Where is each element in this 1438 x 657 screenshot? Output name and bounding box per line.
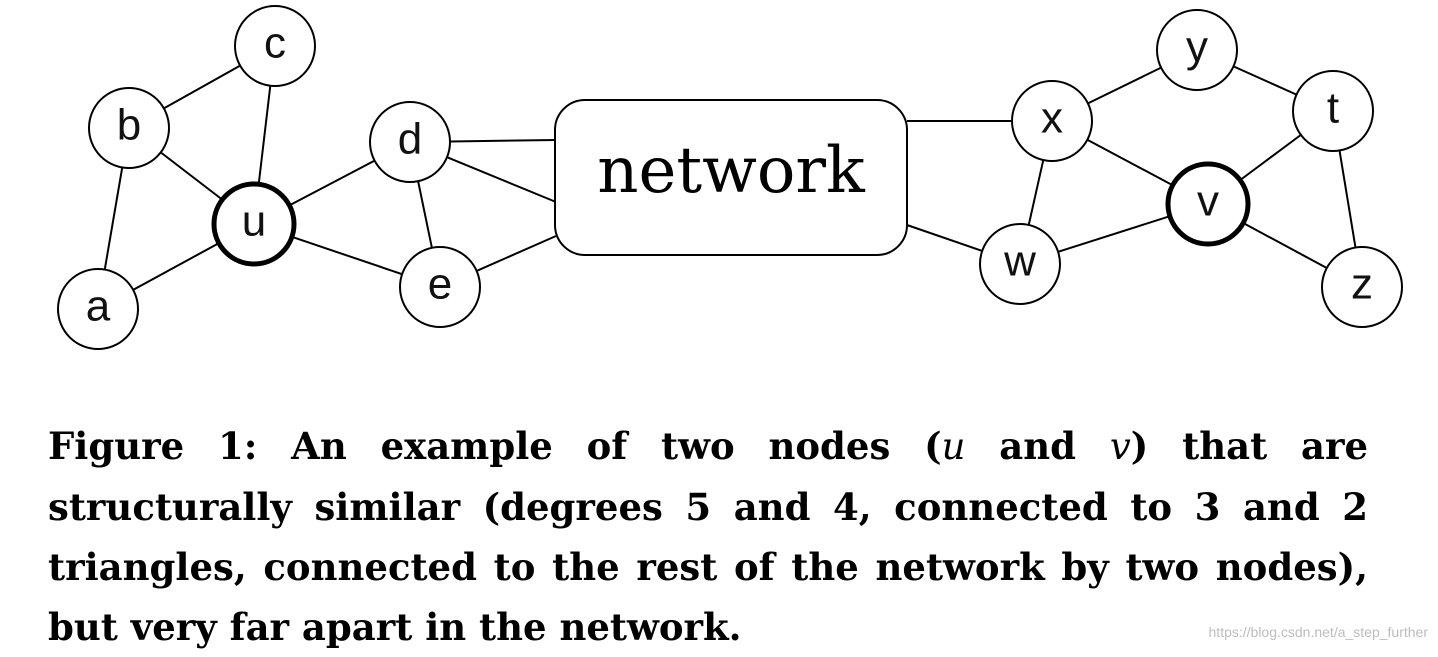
edge-c-u [257,85,272,185]
node-c: c [234,5,316,87]
node-x-label: x [1041,94,1063,143]
edge-x-y [1087,66,1162,105]
node-w: w [979,223,1061,305]
node-c-circle [234,5,316,87]
caption-text-1: Figure 1: An example of two nodes ( [48,424,942,468]
edge-d-network [449,139,557,143]
caption-var-u: u [941,425,966,468]
watermark: https://blog.csdn.net/a_step_further [1208,624,1428,640]
network-box-rect [554,99,908,256]
edge-network-w [906,224,983,252]
node-u-circle [211,181,297,267]
edge-b-a [103,167,124,270]
edge-x-w [1027,159,1045,226]
caption-text-2: and [965,424,1110,468]
edge-b-u [160,151,223,201]
edge-e-network [476,235,557,272]
node-d-circle [369,101,451,183]
node-y: y [1156,9,1238,91]
figure-caption: Figure 1: An example of two nodes (u and… [48,416,1368,657]
network-label: network [597,134,866,208]
node-t: t [1292,70,1374,152]
caption-var-v: v [1109,425,1131,468]
edge-a-u [132,242,220,291]
caption-text-3: ) that are structurally similar (degrees… [48,424,1368,649]
edge-x-v [1086,138,1174,187]
network-box: network [554,99,908,256]
edge-d-e [417,180,433,249]
node-z-circle [1321,246,1403,328]
node-a: a [57,268,139,350]
node-z-label: z [1351,260,1373,309]
node-b-label: b [117,101,141,150]
node-e-circle [399,246,481,328]
node-b-circle [88,87,170,169]
edge-v-z [1242,222,1328,269]
node-u: u [211,181,297,267]
node-c-label: c [264,19,286,68]
network-diagram: network a b c u d e x y t v w z [57,5,1403,350]
node-v: v [1165,161,1251,247]
node-x: x [1011,80,1093,162]
node-b: b [88,87,170,169]
edge-w-v [1057,215,1171,253]
node-w-circle [979,223,1061,305]
edge-u-d [288,159,376,207]
node-z: z [1321,246,1403,328]
edge-v-t [1239,134,1302,181]
node-e-label: e [428,260,452,309]
edge-d-network [446,156,557,203]
node-y-label: y [1186,23,1208,72]
node-a-circle [57,268,139,350]
node-y-circle [1156,9,1238,91]
edges [103,64,1357,291]
node-t-circle [1292,70,1374,152]
node-v-circle [1165,161,1251,247]
edge-t-z [1338,150,1357,248]
edge-u-e [291,235,403,276]
node-d: d [369,101,451,183]
node-x-circle [1011,80,1093,162]
edge-y-t [1233,65,1297,96]
node-u-label: u [242,197,266,246]
edge-b-c [163,64,241,110]
node-e: e [399,246,481,328]
node-a-label: a [86,282,111,331]
node-t-label: t [1327,84,1339,133]
node-v-label: v [1197,177,1219,226]
node-d-label: d [398,115,422,164]
nodes: a b c u d e x y t v w z [57,5,1403,350]
node-w-label: w [1003,237,1036,286]
